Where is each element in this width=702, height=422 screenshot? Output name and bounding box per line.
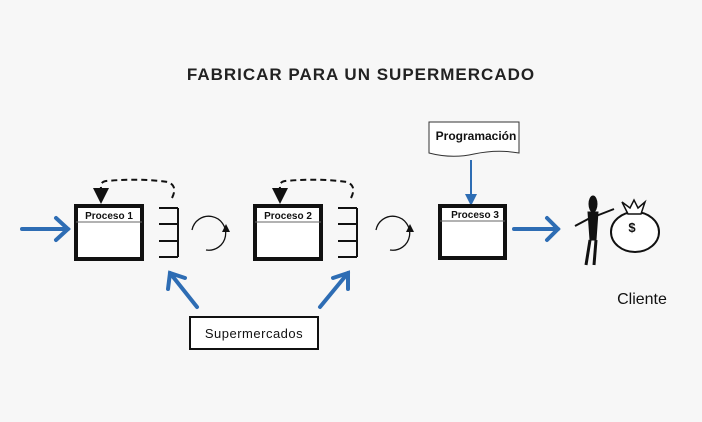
input-arrow [20,216,71,242]
diagram-title: FABRICAR PARA UN SUPERMERCADO [187,65,535,84]
process-3-label: Proceso 3 [451,210,499,221]
process-1-box: Proceso 1 [74,204,144,261]
supermarket-rack-2 [338,207,358,258]
supermarket-label: Supermercados [205,326,303,341]
customer-figure-icon [574,195,615,266]
process-1-label: Proceso 1 [85,211,133,222]
cycle-icon-2 [375,215,411,251]
withdrawal-loop-2 [272,178,355,204]
cycle-arrowhead-1 [222,224,230,232]
customer-label: Cliente [617,291,667,308]
cycle-arrowhead-2 [406,224,414,232]
money-bag-icon: $ [610,198,660,253]
supermarket-rack-1 [159,207,179,258]
cycle-icon-1 [191,215,227,251]
supermarket-arrow-1 [166,270,199,309]
output-arrow [512,216,561,242]
schedule-document: Programación [428,121,520,157]
svg-text:$: $ [628,220,636,235]
supermarket-label-box: Supermercados [189,316,319,350]
process-2-box: Proceso 2 [253,204,323,261]
schedule-label: Programación [436,129,517,143]
withdrawal-loop-1 [93,178,176,204]
supermarket-arrow-2 [318,270,350,309]
process-3-box: Proceso 3 [438,204,507,260]
process-2-label: Proceso 2 [264,211,312,222]
